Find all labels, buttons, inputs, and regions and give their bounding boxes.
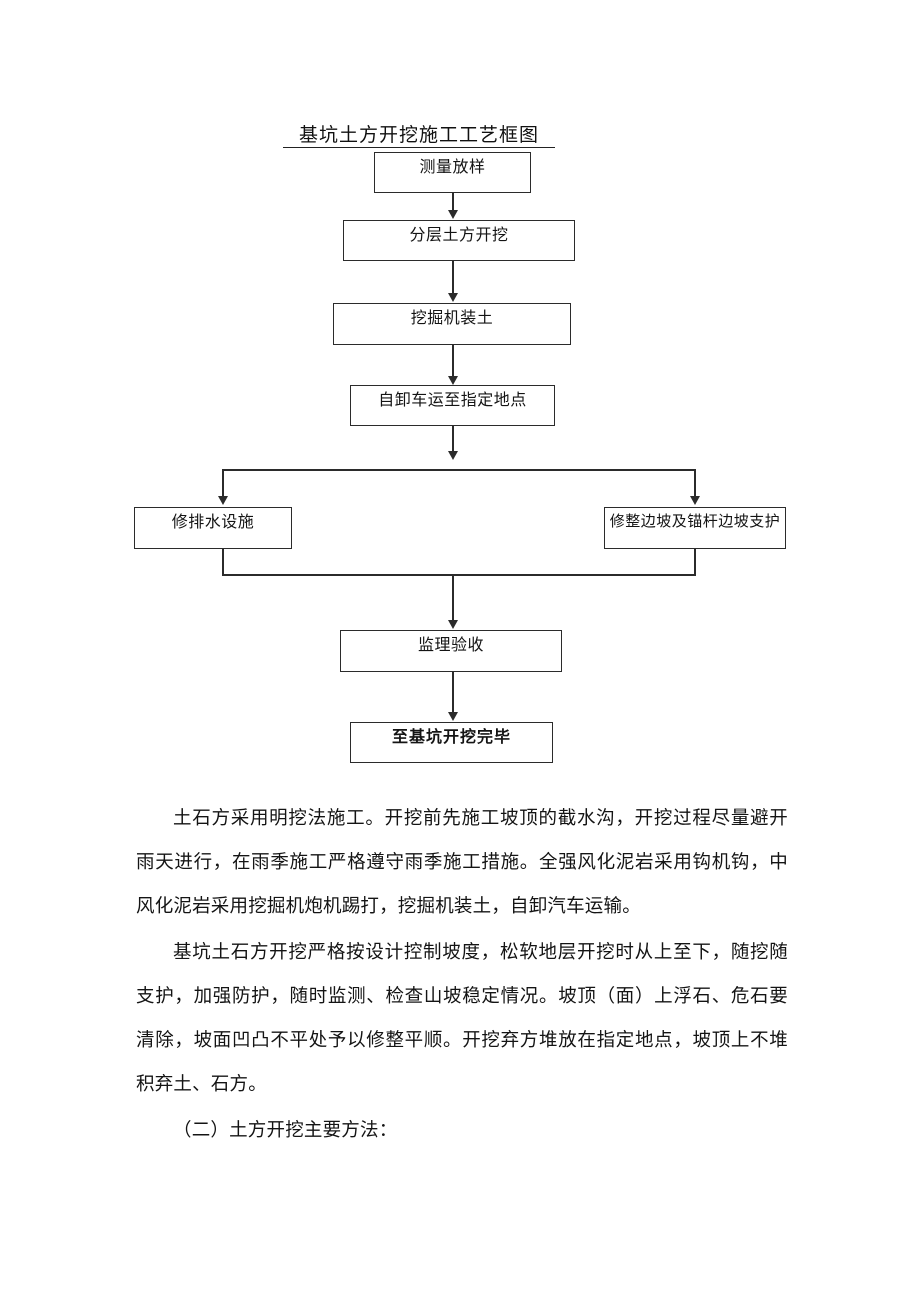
merge-branch-left [222,549,224,576]
flow-node-layered-excavation-label: 分层土方开挖 [409,225,509,244]
flow-node-finish: 至基坑开挖完毕 [350,722,553,763]
connector-layered-to-excavator [452,261,454,294]
flow-node-slope-support-label: 修整边坡及锚杆边坡支护 [609,512,781,530]
flow-node-dump-truck: 自卸车运至指定地点 [350,385,555,426]
paragraph-slope-control: 基坑土石方开挖严格按设计控制坡度，松软地层开挖时从上至下，随挖随支护，加强防护，… [136,941,788,1095]
flow-node-survey: 测量放样 [374,152,531,193]
flow-node-excavator-loading-label: 挖掘机装土 [410,308,494,327]
split-branch-left [222,469,224,497]
flow-node-finish-label: 至基坑开挖完毕 [391,727,511,746]
merge-branch-right [694,549,696,576]
connector-survey-to-layered [452,193,454,211]
arrowhead-slope-support [690,496,700,505]
flow-node-drainage-label: 修排水设施 [171,512,255,531]
arrowhead-truck [448,376,458,385]
arrowhead-layered [448,210,458,219]
connector-merge-to-supervision [452,574,454,621]
flow-node-supervision-label: 监理验收 [417,635,484,654]
flow-node-dump-truck-label: 自卸车运至指定地点 [378,390,527,409]
paragraph-excavation-method: 土石方采用明挖法施工。开挖前先施工坡顶的截水沟，开挖过程尽量避开雨天进行，在雨季… [136,807,788,917]
connector-truck-to-split [452,426,454,452]
flowchart-title: 基坑土方开挖施工工艺框图 [283,124,555,148]
flow-node-slope-support: 修整边坡及锚杆边坡支护 [604,507,786,549]
flow-node-survey-label: 测量放样 [419,157,486,176]
split-bar [222,469,696,471]
flow-node-supervision: 监理验收 [340,630,562,672]
merge-bar [222,574,696,576]
flow-node-drainage: 修排水设施 [134,507,292,549]
arrowhead-split [448,451,458,460]
arrowhead-drainage [218,496,228,505]
connector-supervision-to-finish [452,672,454,713]
flow-node-excavator-loading: 挖掘机装土 [333,303,571,345]
arrowhead-excavator [448,293,458,302]
arrowhead-finish [448,712,458,721]
connector-excavator-to-truck [452,345,454,377]
arrowhead-supervision [448,620,458,629]
paragraph-section-heading: （二）土方开挖主要方法： [173,1119,398,1141]
split-branch-right [694,469,696,497]
flow-node-layered-excavation: 分层土方开挖 [343,220,575,261]
